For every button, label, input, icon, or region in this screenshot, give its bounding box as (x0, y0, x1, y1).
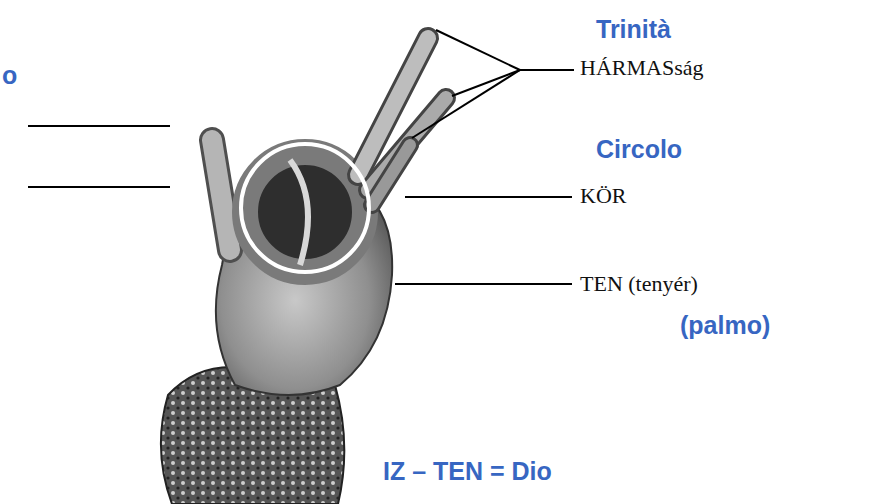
finger-highlight (290, 160, 308, 265)
leader-line (28, 186, 170, 188)
translation-label: Trinità (596, 16, 671, 44)
thumb (212, 140, 230, 250)
highlight-circle (241, 144, 369, 272)
cropped-letter: o (2, 62, 17, 90)
part-label: HÁRMASság (580, 56, 703, 80)
translation-label: (palmo) (680, 312, 770, 340)
part-label: KÖR (580, 184, 626, 208)
leader-line (395, 283, 572, 285)
finger-outline (372, 145, 410, 205)
leader-line (412, 70, 520, 138)
part-label: TEN (tenyér) (580, 272, 698, 296)
equation-label: IZ – TEN = Dio (383, 458, 552, 486)
translation-label: Circolo (596, 136, 682, 164)
leader-line (405, 196, 572, 198)
leader-line (28, 125, 170, 127)
finger (372, 145, 410, 205)
leader-line (436, 30, 520, 70)
leader-line (520, 69, 574, 71)
thumb-outline (212, 140, 230, 250)
